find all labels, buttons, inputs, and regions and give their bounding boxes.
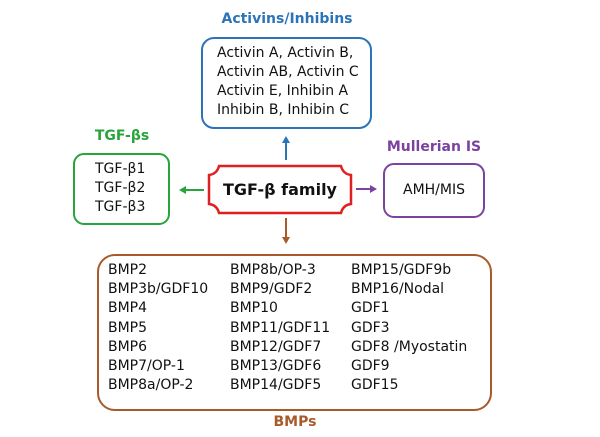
bmp-item: GDF15 (351, 377, 399, 394)
mullerian-box: AMH/MIS (383, 163, 485, 218)
activins-box: Activin A, Activin B, Activin AB, Activi… (201, 37, 372, 129)
tgf-beta-line: TGF-β3 (95, 199, 146, 215)
bmp-item: BMP11/GDF11 (230, 319, 331, 336)
tgf-beta-line: TGF-β2 (95, 180, 146, 196)
tgf-betas-box: TGF-β1 TGF-β2 TGF-β3 (73, 153, 170, 225)
bmp-item: BMP8b/OP-3 (230, 262, 316, 278)
bmp-item: BMP7/OP-1 (108, 358, 185, 375)
activins-line: Activin E, Inhibin A (217, 83, 349, 99)
bmp-item: BMP10 (230, 300, 278, 317)
mullerian-title: Mullerian IS (386, 139, 482, 155)
activins-title: Activins/Inhibins (221, 11, 353, 27)
bmp-column: BMP2 BMP3b/GDF10 BMP4 BMP5 BMP6 BMP7/OP-… (108, 261, 208, 395)
activins-line: Activin AB, Activin C (217, 64, 359, 80)
bmp-column: BMP8b/OP-3 BMP9/GDF2 BMP10 BMP11/GDF11 B… (230, 261, 330, 395)
center-label: TGF-β family (223, 180, 337, 199)
tgf-beta-line: TGF-β1 (95, 161, 146, 177)
bmp-item: GDF9 (351, 358, 390, 375)
activins-line: Activin A, Activin B, (217, 45, 354, 61)
bmp-item: BMP16/Nodal (351, 281, 445, 298)
bmp-item: BMP13/GDF6 (230, 358, 322, 375)
bmp-item: BMP5 (108, 319, 148, 336)
bmp-item: BMP15/GDF9b (351, 262, 452, 278)
tgf-beta-family-node: TGF-β family (209, 166, 351, 213)
mullerian-content: AMH/MIS (403, 182, 465, 198)
bmp-item: BMP12/GDF7 (230, 338, 322, 355)
bmp-item: BMP9/GDF2 (230, 281, 313, 298)
bmps-title: BMPs (273, 414, 317, 430)
bmp-column: BMP15/GDF9b BMP16/Nodal GDF1 GDF3 GDF8 /… (351, 261, 467, 395)
bmp-item: BMP8a/OP-2 (108, 377, 194, 394)
bmp-item: BMP3b/GDF10 (108, 281, 209, 298)
center-frame (207, 164, 353, 215)
bmp-item: GDF3 (351, 319, 390, 336)
bmp-item: BMP6 (108, 338, 148, 355)
bmp-item: GDF1 (351, 300, 390, 317)
bmp-item: GDF8 /Myostatin (351, 338, 468, 355)
bmps-box: BMP2 BMP3b/GDF10 BMP4 BMP5 BMP6 BMP7/OP-… (97, 254, 492, 411)
bmp-item: BMP4 (108, 300, 148, 317)
activins-line: Inhibin B, Inhibin C (217, 102, 350, 118)
bmp-item: BMP2 (108, 262, 148, 278)
tgf-betas-title: TGF-βs (94, 128, 150, 144)
bmp-item: BMP14/GDF5 (230, 377, 322, 394)
